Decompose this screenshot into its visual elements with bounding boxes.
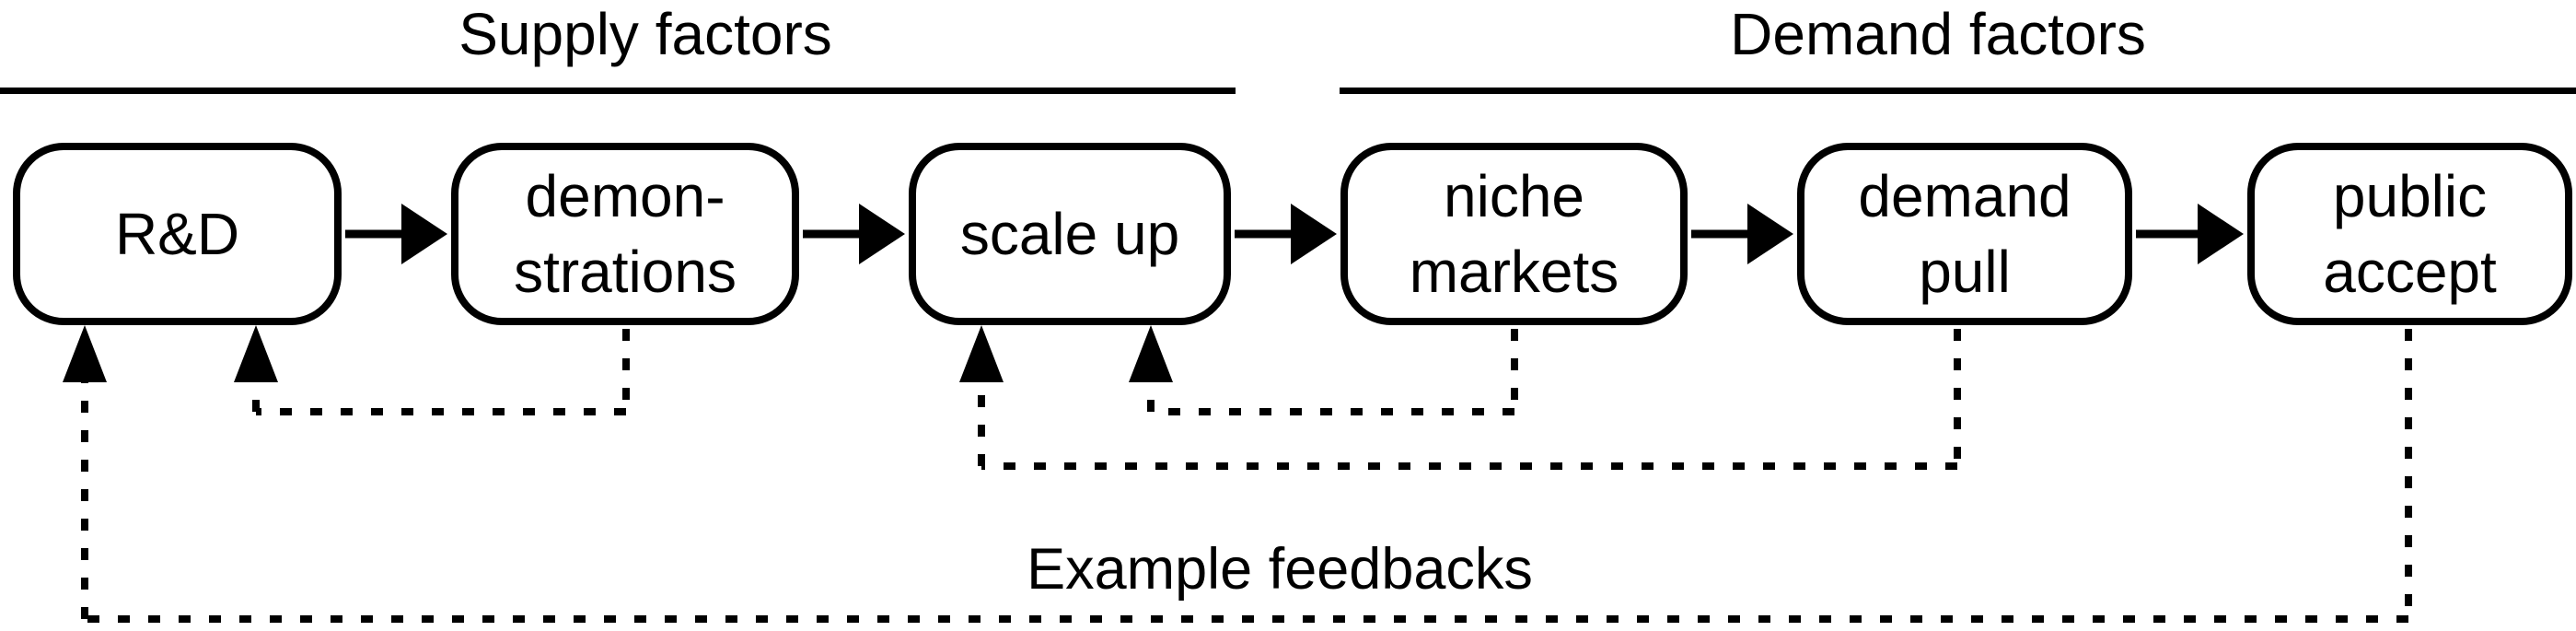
flow-arrow-demand-pull-to-public-accept xyxy=(2136,204,2244,264)
arrowhead-right-icon xyxy=(1747,204,1793,264)
node-demand-pull: demand pull xyxy=(1797,143,2132,325)
flow-arrow-scale-up-to-niche-markets xyxy=(1235,204,1337,264)
arrowhead-up-icon xyxy=(234,325,278,382)
flow-arrow-rd-to-demonstrations xyxy=(345,204,447,264)
demand-factors-header: Demand factors xyxy=(1730,1,2146,67)
node-demonstrations: demon- strations xyxy=(451,143,799,325)
flow-arrow-niche-markets-to-demand-pull xyxy=(1691,204,1793,264)
feedback-niche-markets-to-scale-up xyxy=(1129,325,1518,415)
feedback-demand-pull-to-scale-up xyxy=(959,325,1961,470)
arrowhead-up-icon xyxy=(63,325,107,382)
supply-factors-header: Supply factors xyxy=(458,1,832,67)
node-public-accept: public accept xyxy=(2247,143,2572,325)
node-rd: R&D xyxy=(13,143,342,325)
arrowhead-up-icon xyxy=(959,325,1004,382)
supply-factors-underline xyxy=(0,88,1236,94)
flow-arrow-demonstrations-to-scale-up xyxy=(803,204,905,264)
feedback-demonstrations-to-rd xyxy=(234,325,630,415)
arrowhead-up-icon xyxy=(1129,325,1173,382)
node-scale-up: scale up xyxy=(909,143,1231,325)
arrowhead-right-icon xyxy=(2198,204,2244,264)
arrowhead-right-icon xyxy=(401,204,447,264)
arrowhead-right-icon xyxy=(1291,204,1337,264)
example-feedbacks-label: Example feedbacks xyxy=(1027,537,1533,602)
demand-factors-underline xyxy=(1340,88,2576,94)
arrowhead-right-icon xyxy=(859,204,905,264)
node-niche-markets: niche markets xyxy=(1340,143,1688,325)
